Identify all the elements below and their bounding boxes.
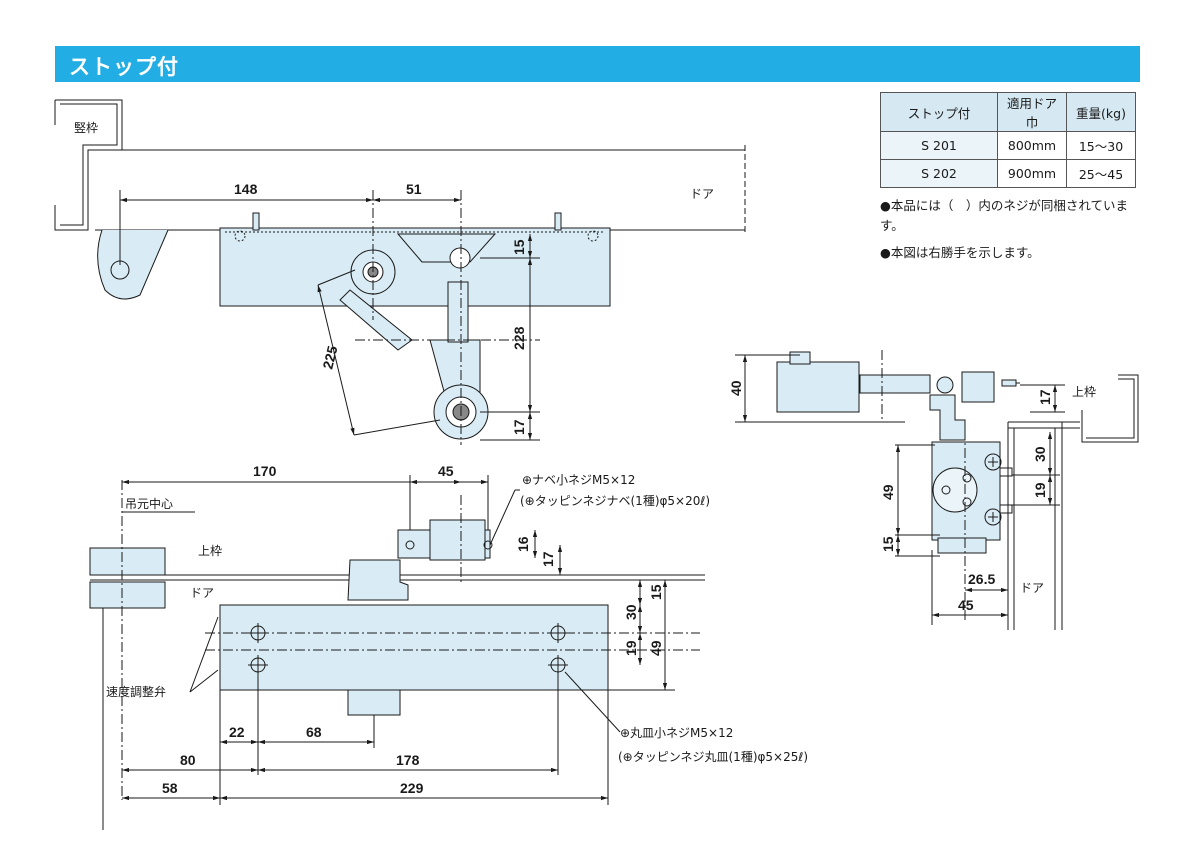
dim-30: 30 (1032, 446, 1048, 462)
dim-15: 15 (648, 584, 664, 600)
mounting-screws-front (248, 623, 568, 675)
label-screw2-alt: (⊕タッピンネジ丸皿(1種)φ5×25ℓ) (618, 750, 808, 764)
dim-26-5: 26.5 (968, 571, 995, 587)
label-screw1: ⊕ナベ小ネジM5×12 (522, 473, 635, 487)
spec-cell: 800mm (997, 131, 1067, 160)
dim-49: 49 (648, 640, 664, 656)
spec-table-header-row: ストップ付 適用ドア巾 重量(kg) (880, 92, 1136, 132)
label-screw2: ⊕丸皿小ネジM5×12 (620, 726, 733, 740)
spec-cell: 900mm (997, 159, 1067, 188)
label-pivot-center: 吊元中心 (125, 496, 173, 511)
closer-body-front (219, 604, 609, 691)
label-vertical-frame: 竪枠 (74, 121, 98, 135)
dim-45: 45 (958, 597, 974, 613)
arm-front (347, 559, 409, 601)
spec-cell: S 202 (880, 159, 998, 188)
dim-178: 178 (396, 752, 420, 768)
dim-15: 15 (511, 239, 527, 255)
top-view-labels: 竪枠 ドア 148 51 15 228 17 225 (74, 121, 714, 435)
label-speed-valve: 速度調整弁 (106, 684, 166, 699)
dim-30: 30 (623, 604, 639, 620)
pivot-block (89, 547, 166, 576)
dim-15: 15 (880, 536, 896, 552)
spec-cell: 25〜45 (1066, 159, 1136, 188)
dim-17: 17 (511, 419, 527, 435)
section-title: ストップ付 (69, 55, 179, 79)
top-frame-profile (1081, 374, 1139, 443)
dim-17: 17 (1037, 389, 1053, 405)
dim-80: 80 (180, 752, 196, 768)
spindle-housing (347, 689, 401, 716)
front-view-labels: 吊元中心 上枠 ドア 速度調整弁 ⊕ナベ小ネジM5×12 (⊕タッピンネジナベ(… (106, 463, 808, 796)
side-view (735, 350, 1139, 630)
spec-cell: S 201 (880, 131, 998, 160)
section-title-bar: ストップ付 (55, 46, 1140, 82)
dim-170: 170 (253, 463, 277, 479)
dim-40: 40 (728, 380, 744, 396)
dim-16: 16 (515, 536, 531, 552)
dim-58: 58 (162, 780, 178, 796)
label-door: ドア (1020, 581, 1044, 595)
dim-225: 225 (319, 344, 340, 371)
dim-22: 22 (229, 724, 245, 740)
dim-229: 229 (400, 780, 424, 796)
label-top-frame: 上枠 (198, 544, 222, 558)
dim-51: 51 (406, 181, 422, 197)
label-door: ドア (190, 586, 214, 600)
dim-19: 19 (623, 640, 639, 656)
hinge (97, 229, 169, 300)
dim-68: 68 (306, 724, 322, 740)
dim-45: 45 (438, 463, 454, 479)
note-right-hand: ●本図は右勝手を示します。 (880, 245, 1040, 260)
spec-header-model: ストップ付 (880, 92, 998, 132)
label-screw1-alt: (⊕タッピンネジナベ(1種)φ5×20ℓ) (520, 494, 710, 508)
side-view-labels: 上枠 ドア 40 17 30 19 49 15 26.5 45 (728, 380, 1096, 613)
spec-header-weight: 重量(kg) (1066, 92, 1136, 132)
vertical-frame (54, 99, 123, 231)
spec-table: ストップ付 適用ドア巾 重量(kg) S 201 800mm 15〜30 S 2… (880, 92, 1136, 188)
label-door: ドア (690, 187, 714, 201)
dim-148: 148 (234, 181, 258, 197)
dim-228: 228 (511, 326, 527, 350)
dim-49: 49 (880, 484, 896, 500)
label-top-frame: 上枠 (1072, 385, 1096, 399)
front-view (89, 475, 705, 830)
dim-17: 17 (540, 551, 556, 567)
top-view (54, 99, 746, 445)
note-included-screws: ●本品には（ ）内のネジが同梱されています。 (880, 198, 1129, 233)
dim-19: 19 (1032, 482, 1048, 498)
bracket (396, 233, 497, 263)
table-row: S 202 900mm 25〜45 (880, 159, 1136, 188)
spec-header-door-width: 適用ドア巾 (997, 92, 1067, 132)
